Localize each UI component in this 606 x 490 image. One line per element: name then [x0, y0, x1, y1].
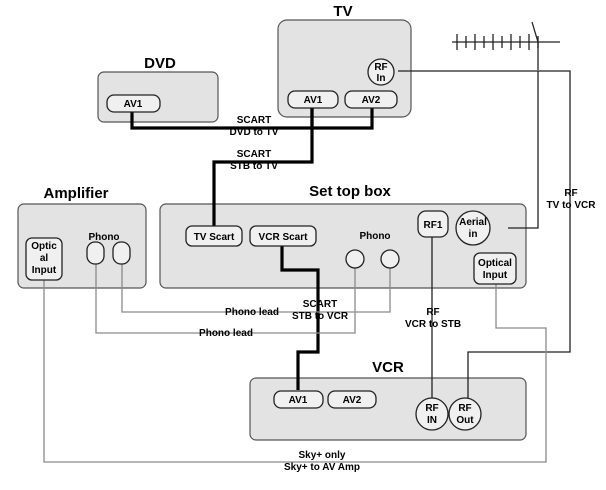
vcr-rf-out-label-2: Out: [456, 415, 474, 426]
vcr-rf-in-label-1: RF: [425, 403, 438, 414]
stb-optical-label-1: Optical: [478, 258, 512, 269]
tv-av1-port[interactable]: AV1: [287, 90, 339, 109]
scart-stb-vcr-label-2: STB to VCR: [292, 311, 349, 322]
stb-optical-label-2: Input: [483, 270, 508, 281]
vcr-rf-in-port[interactable]: RF IN: [415, 397, 449, 431]
amplifier-title: Amplifier: [43, 185, 108, 202]
settop-title: Set top box: [309, 183, 391, 200]
stb-rf1-port[interactable]: RF1: [417, 210, 449, 238]
amp-phono-port-right[interactable]: [112, 241, 131, 265]
vcr-rf-in-label-2: IN: [427, 415, 437, 426]
vcr-box: [249, 377, 527, 441]
amplifier-optical-input-port[interactable]: Optic al Input: [25, 237, 63, 281]
amp-phono-port-left[interactable]: [86, 241, 105, 265]
tv-title: TV: [333, 3, 352, 20]
stb-optical-input-port[interactable]: Optical Input: [473, 252, 517, 285]
stb-aerial-label-2: in: [469, 229, 478, 240]
stb-tv-scart-port[interactable]: TV Scart: [185, 225, 243, 247]
rf-tv-vcr-label-1: RF: [564, 188, 577, 199]
phono-lead-b-cable: [95, 262, 356, 334]
scart-dvd-tv-label-2: DVD to TV: [230, 127, 279, 138]
scart-stb-tv-label-2: STB to TV: [230, 161, 278, 172]
phono-lead-a-label: Phono lead: [225, 307, 279, 318]
stb-phono-label: Phono: [359, 231, 390, 242]
tv-av2-label: AV2: [362, 95, 381, 106]
rf-tv-vcr-cable: [467, 70, 571, 398]
stb-vcr-scart-label: VCR Scart: [259, 232, 309, 243]
dvd-title: DVD: [144, 55, 176, 72]
aerial-antenna-icon: [452, 21, 560, 70]
tv-av2-port[interactable]: AV2: [344, 90, 398, 109]
scart-stb-vcr-cable: [280, 246, 320, 390]
vcr-av1-port[interactable]: AV1: [273, 390, 324, 409]
tv-av1-label: AV1: [304, 95, 323, 106]
amp-optical-label-2: al: [40, 253, 49, 264]
rf-aerial-stb-cable: [508, 71, 539, 229]
dvd-av1-port[interactable]: AV1: [106, 94, 161, 113]
stb-aerial-label-1: Aerial: [459, 217, 487, 228]
sky-amp-label-1: Sky+ only: [299, 450, 346, 461]
tv-rf-in-label-2: In: [377, 73, 386, 84]
stb-aerial-in-port[interactable]: Aerial in: [455, 210, 491, 246]
scart-dvd-tv-label-1: SCART: [237, 115, 271, 126]
sky-optical-cable: [43, 278, 547, 463]
stb-tv-scart-label: TV Scart: [194, 232, 235, 243]
vcr-title: VCR: [372, 359, 404, 376]
stb-rf1-label: RF1: [424, 220, 443, 231]
cables: [43, 70, 571, 463]
stb-phono-port-left[interactable]: [345, 249, 365, 269]
amp-optical-label-1: Optic: [31, 241, 57, 252]
stb-vcr-scart-port[interactable]: VCR Scart: [249, 225, 317, 247]
phono-lead-b-label: Phono lead: [199, 328, 253, 339]
dvd-av1-label: AV1: [124, 99, 143, 110]
amp-optical-label-3: Input: [32, 265, 57, 276]
phono-lead-a-cable: [121, 262, 391, 313]
amp-phono-label: Phono: [88, 232, 119, 243]
tv-rf-in-label-1: RF: [374, 62, 387, 73]
vcr-rf-out-label-1: RF: [458, 403, 471, 414]
scart-stb-tv-label-1: SCART: [237, 149, 271, 160]
scart-stb-vcr-label-1: SCART: [303, 299, 337, 310]
vcr-av2-port[interactable]: AV2: [327, 390, 377, 409]
rf-vcr-stb-label-1: RF: [426, 307, 439, 318]
tv-rf-in-port[interactable]: RF In: [367, 58, 395, 86]
scart-stb-tv-cable: [212, 108, 314, 226]
vcr-av1-label: AV1: [289, 395, 308, 406]
stb-phono-port-right[interactable]: [380, 249, 400, 269]
vcr-rf-out-port[interactable]: RF Out: [448, 397, 482, 431]
vcr-av2-label: AV2: [343, 395, 362, 406]
rf-tv-vcr-label-2: TV to VCR: [547, 200, 597, 211]
scart-tv-av2-cable: [312, 108, 374, 130]
sky-amp-label-2: Sky+ to AV Amp: [284, 462, 360, 473]
rf-vcr-stb-label-2: VCR to STB: [405, 319, 461, 330]
